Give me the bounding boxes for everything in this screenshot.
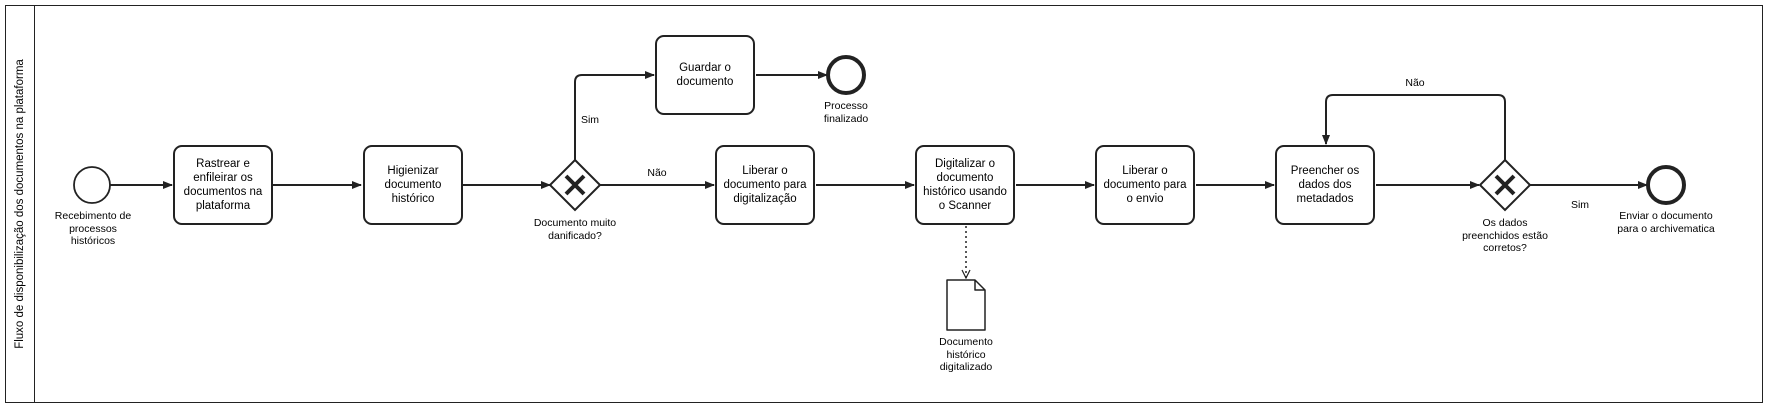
gateway-danificado-label: Documento muito danificado? — [533, 217, 617, 242]
start-event-label: Recebimento de processos históricos — [54, 210, 132, 247]
edge-label-sim-end: Sim — [1570, 199, 1590, 211]
task-preencher[interactable]: Preencher os dados dos metadados — [1275, 145, 1375, 225]
edge-label-nao-loop: Não — [1405, 77, 1425, 89]
task-digitalizar[interactable]: Digitalizar o documento histórico usando… — [915, 145, 1015, 225]
flow-gateway-to-guardar — [574, 71, 655, 160]
task-guardar[interactable]: Guardar o documento — [655, 35, 755, 115]
flow-gateway-loop-back — [1322, 94, 1506, 160]
edge-label-sim-top: Sim — [580, 114, 600, 126]
start-event — [73, 166, 111, 204]
task-rastrear[interactable]: Rastrear e enfileirar os documentos na p… — [173, 145, 273, 225]
task-liberar-digitalizacao[interactable]: Liberar o documento para digitalização — [715, 145, 815, 225]
task-liberar-envio[interactable]: Liberar o documento para o envio — [1095, 145, 1195, 225]
end-event-finalized-label: Processo finalizado — [823, 100, 869, 125]
end-event-finalized — [826, 55, 866, 95]
end-event-send-label: Enviar o documento para o archivematica — [1617, 210, 1715, 235]
pool — [5, 5, 1763, 403]
gateway-corretos-label: Os dados preenchidos estão corretos? — [1462, 217, 1548, 254]
exclusive-x-icon — [564, 174, 586, 196]
edge-label-nao-mid: Não — [647, 167, 667, 179]
end-event-send — [1646, 165, 1686, 205]
gateway-danificado — [548, 158, 602, 212]
gateway-corretos — [1478, 158, 1532, 212]
data-object-label: Documento histórico digitalizado — [939, 336, 993, 373]
exclusive-x-icon — [1494, 174, 1516, 196]
lane-header — [5, 5, 35, 403]
data-object-icon — [946, 279, 986, 331]
task-higienizar[interactable]: Higienizar documento histórico — [363, 145, 463, 225]
